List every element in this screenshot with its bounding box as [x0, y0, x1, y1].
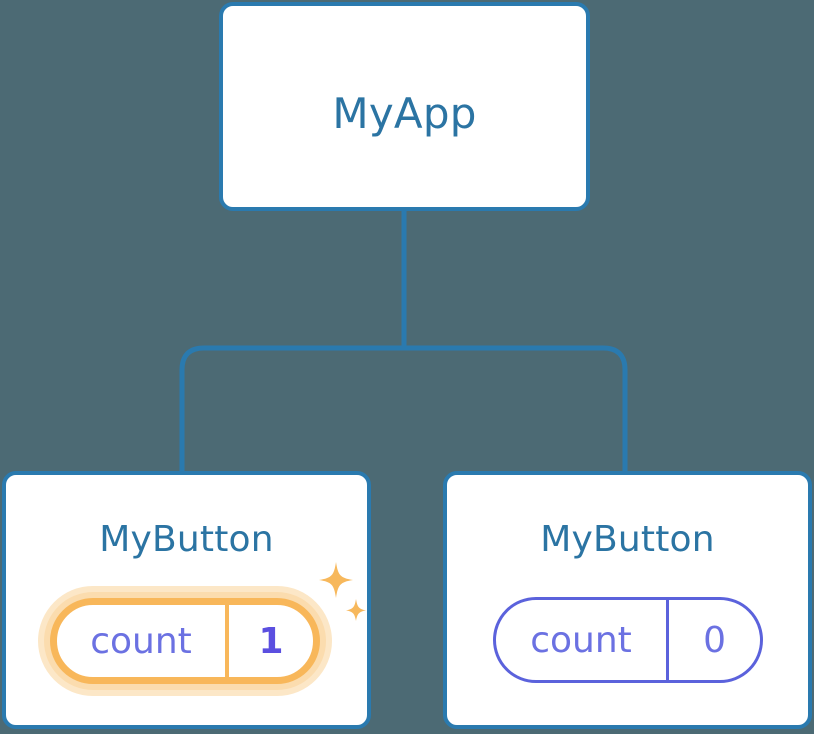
state-pill-left-label: count: [57, 605, 229, 677]
node-myapp[interactable]: MyApp: [219, 2, 590, 211]
state-pill-left-value: 1: [258, 620, 284, 662]
state-pill-count-plain[interactable]: count 0: [493, 597, 763, 683]
node-myapp-title: MyApp: [332, 89, 477, 138]
state-pill-right-label: count: [496, 600, 670, 680]
state-pill-right-value: 0: [703, 619, 726, 661]
node-mybutton-right-title: MyButton: [540, 519, 715, 560]
connector-bracket: [179, 345, 628, 471]
state-pill-left-wrap: count 1: [42, 594, 328, 688]
node-mybutton-right[interactable]: MyButton: [443, 471, 812, 729]
state-pill-count-highlighted[interactable]: count 1: [50, 598, 320, 684]
node-mybutton-left-title: MyButton: [99, 519, 274, 560]
state-pill-right-wrap: count 0: [493, 597, 763, 683]
